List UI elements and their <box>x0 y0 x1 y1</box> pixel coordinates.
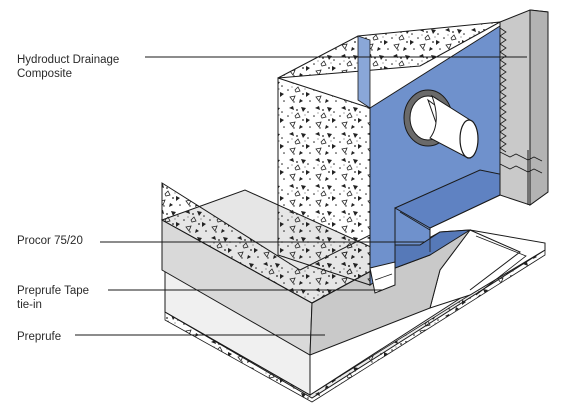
right-wall <box>499 9 549 206</box>
label-hydroduct-drainage-composite: Hydroduct Drainage Composite <box>17 54 120 80</box>
procor-step <box>394 207 471 269</box>
leader-lines <box>75 56 527 336</box>
label-procor: Procor 75/20 <box>17 235 83 247</box>
label-preprufe-tape-tie-in: Preprufe Tape tie-in <box>17 285 90 311</box>
label-preprufe: Preprufe <box>17 331 62 343</box>
tape-tie-in <box>369 261 396 294</box>
pipe-penetration <box>403 89 479 159</box>
concrete-wall <box>277 21 501 286</box>
